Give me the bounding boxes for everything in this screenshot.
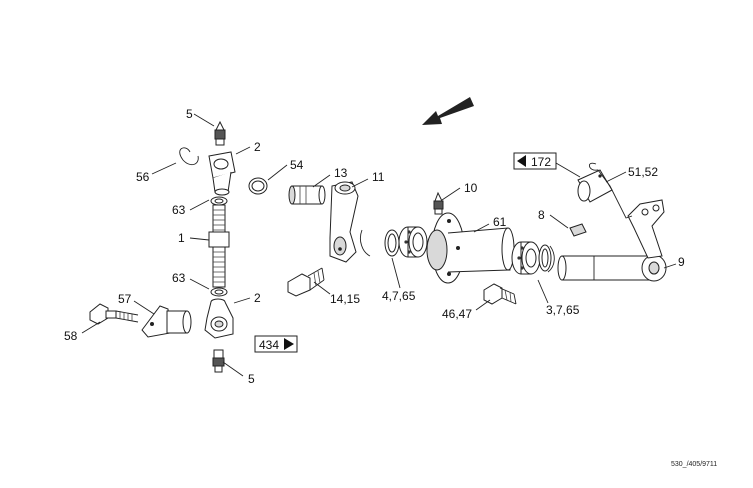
part-3-7-65-bearing-set (511, 241, 555, 275)
part-13-bushing (288, 185, 326, 205)
callout-63-top: 63 (172, 203, 186, 217)
arrow-left-icon (517, 155, 526, 167)
part-11-lever-arm (329, 181, 359, 263)
part-54-o-ring (248, 177, 268, 195)
part-9-shaft-lever (557, 199, 667, 282)
callout-9: 9 (678, 255, 685, 269)
part-14-15-bolt (287, 267, 325, 297)
page-ref-172[interactable]: 172 (513, 152, 557, 170)
callout-8: 8 (538, 208, 545, 222)
page-ref-172-label: 172 (531, 155, 551, 169)
direction-arrow-icon (422, 97, 474, 125)
page-ref-434-label: 434 (259, 338, 279, 352)
callout-1: 1 (178, 231, 185, 245)
part-2-upper-rod-end (208, 151, 236, 196)
part-61-bearing-housing (426, 212, 515, 284)
arrow-right-icon (284, 338, 294, 350)
callout-58: 58 (64, 329, 78, 343)
part-4-7-65-bearing-set (359, 226, 428, 258)
callout-56: 56 (136, 170, 150, 184)
part-51-52-pin-clip (577, 162, 633, 219)
callout-61: 61 (493, 215, 507, 229)
part-58-bolt (89, 303, 139, 325)
callout-2-top: 2 (254, 140, 261, 154)
callout-10: 10 (464, 181, 478, 195)
callout-3-7-65: 3,7,65 (546, 303, 580, 317)
callout-46-47: 46,47 (442, 307, 472, 321)
callout-5-bottom: 5 (248, 372, 255, 386)
part-8-key (569, 223, 587, 237)
leader-lines (81, 113, 677, 377)
part-1-adjust-rod (208, 204, 230, 288)
page-ref-434[interactable]: 434 (254, 335, 298, 353)
callout-14-15: 14,15 (330, 292, 360, 306)
callout-57: 57 (118, 292, 132, 306)
callout-5-top: 5 (186, 107, 193, 121)
callout-51-52: 51,52 (628, 165, 658, 179)
part-63-nut-bottom (210, 287, 228, 297)
callout-63-bottom: 63 (172, 271, 186, 285)
callout-11: 11 (372, 170, 385, 184)
part-56-circlip (179, 147, 199, 166)
part-10-grease-nipple (433, 191, 444, 215)
part-2-lower-rod-end (204, 298, 234, 339)
callout-13: 13 (334, 166, 348, 180)
part-57-clevis-bracket (141, 305, 192, 338)
part-5-grease-nipple-bottom (212, 349, 225, 373)
callout-54: 54 (290, 158, 304, 172)
part-5-grease-nipple-top (214, 120, 226, 146)
callout-2-bottom: 2 (254, 291, 261, 305)
part-63-nut-top (210, 196, 228, 206)
part-46-47-bolt (483, 283, 517, 305)
drawing-code: 530_/405/9711 (671, 461, 717, 468)
callout-4-7-65: 4,7,65 (382, 289, 416, 303)
